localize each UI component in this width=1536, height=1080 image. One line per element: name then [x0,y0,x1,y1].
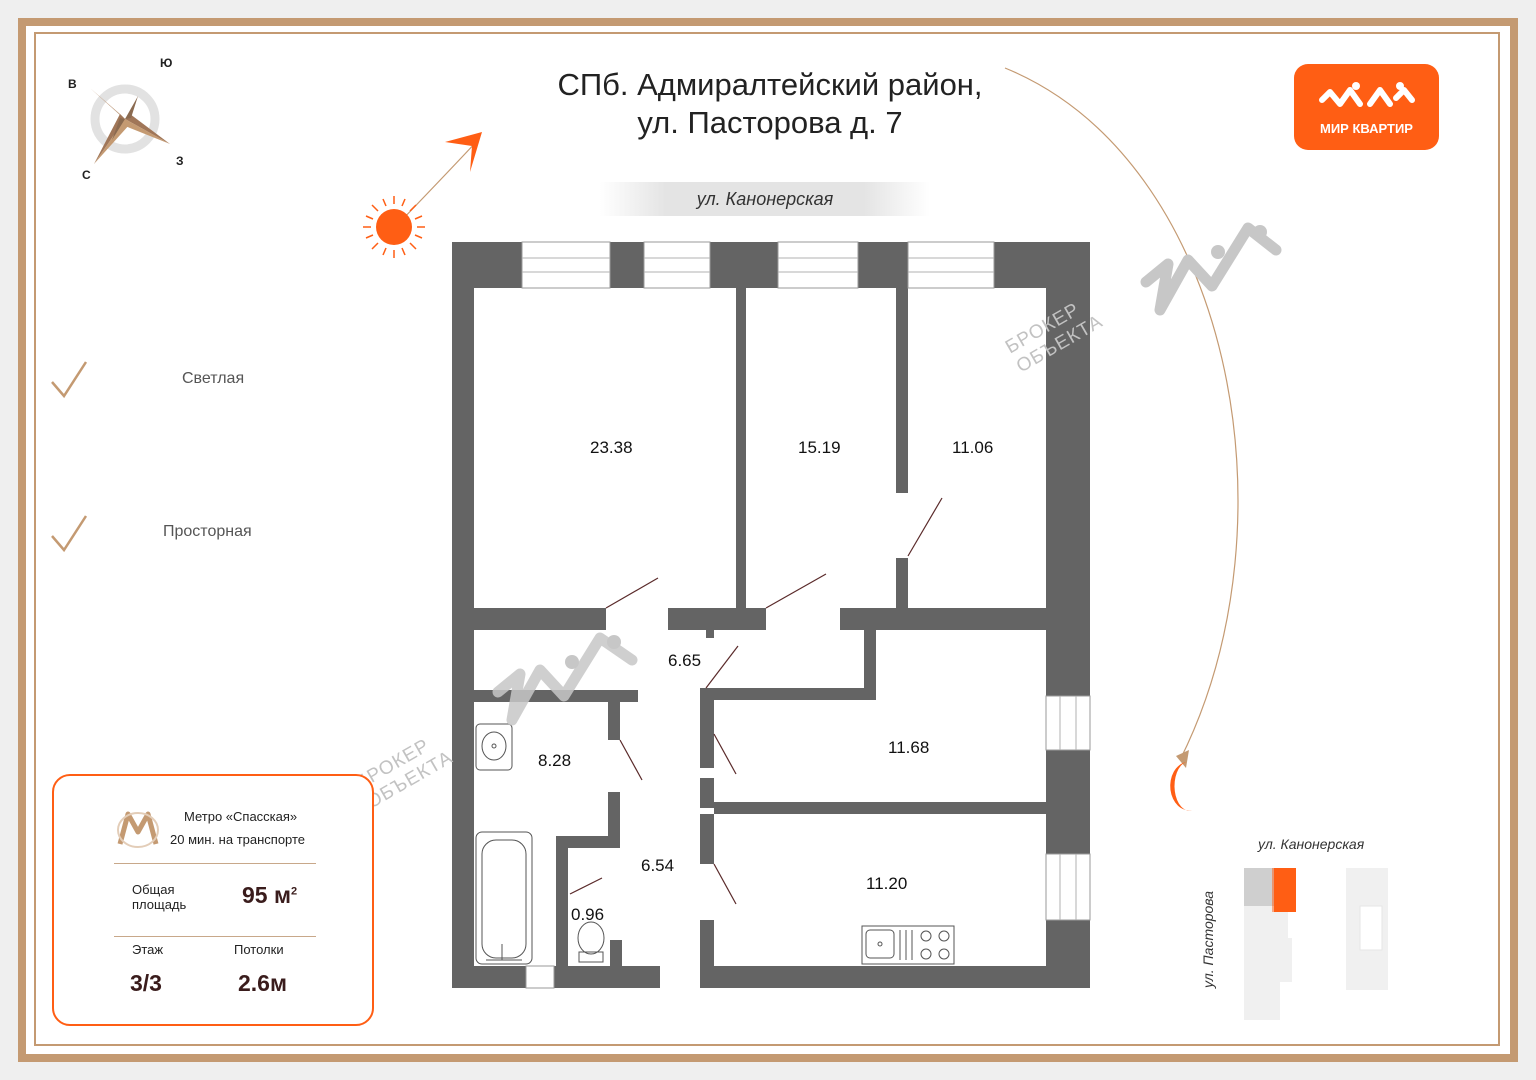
room-area-label: 11.20 [866,874,908,893]
ceiling-value: 2.6м [238,970,287,996]
check-icon [51,361,88,399]
room-area-label: 0.96 [571,905,605,924]
sun-arrow-icon [445,132,482,172]
map-street-label-top: ул. Канонерская [1258,836,1365,852]
total-area-value: 95 м2 [242,882,297,909]
sun-path-arc [1004,67,1239,761]
divider [114,936,316,937]
total-area-label-line-2: площадь [132,897,187,912]
room-area-label: 6.54 [641,856,675,875]
location-minimap [1244,868,1388,1020]
moon-icon [1170,762,1192,811]
compass-label-south: Ю [160,56,173,70]
inner-frame-line [34,32,1500,1046]
title-line-2: ул. Пасторова д. 7 [637,105,903,140]
feature-bright: Светлая [182,370,245,387]
sun-icon [363,196,425,258]
bathtub-icon [475,831,533,965]
sink-icon [475,723,513,771]
feature-spacious: Просторная [163,523,252,540]
total-area-label-line-1: Общая [132,882,175,897]
building-marker [1274,868,1296,912]
sun-path-arrow-icon [1176,750,1189,768]
doors [569,497,943,905]
compass-label-north: С [82,168,91,182]
total-area-label: Общая площадь [132,882,186,912]
logo-text: МИР КВАРТИР [1320,121,1413,136]
toilet-icon [577,921,605,955]
room-area-label: 23.38 [590,438,633,457]
total-area-unit-sup: 2 [291,885,298,898]
compass-label-east: В [68,77,77,91]
compass-label-west: З [176,154,184,168]
metro-name: Метро «Спасская» [184,809,298,824]
street-label-top: ул. Канонерская [600,182,930,216]
title-line-1: СПб. Адмиралтейский район, [557,67,983,102]
floor-value: 3/3 [130,970,162,996]
map-street-label-side: ул. Пасторова [1200,890,1216,988]
info-card: Метро «Спасская» 20 мин. на транспорте О… [52,774,374,1026]
floor-label: Этаж [132,942,164,957]
windows [521,241,1091,989]
room-area-label: 8.28 [538,751,572,770]
room-area-label: 11.68 [888,738,930,757]
room-area-label: 6.65 [668,651,702,670]
divider [114,863,316,864]
fixtures [475,723,955,965]
watermark-logo-icon [1140,222,1282,316]
compass: Ю В З С [60,52,200,182]
logo-mark-icon [1319,82,1415,107]
room-area-label: 11.06 [952,438,994,457]
metro-icon [117,811,159,848]
window-mullions [522,257,1077,920]
compass-rose-icon [90,82,170,164]
watermark-logo-icon [492,632,638,726]
page-title: СПб. Адмиралтейский район, ул. Пасторова… [420,66,1120,142]
brand-logo: МИР КВАРТИР [1294,64,1439,150]
total-area-number: 95 м [242,882,291,908]
check-icon [51,515,88,553]
ceiling-label: Потолки [234,942,284,957]
metro-time: 20 мин. на транспорте [170,832,306,847]
room-area-label: 15.19 [798,438,841,457]
stove-icon [861,925,955,965]
walls [452,242,1090,988]
